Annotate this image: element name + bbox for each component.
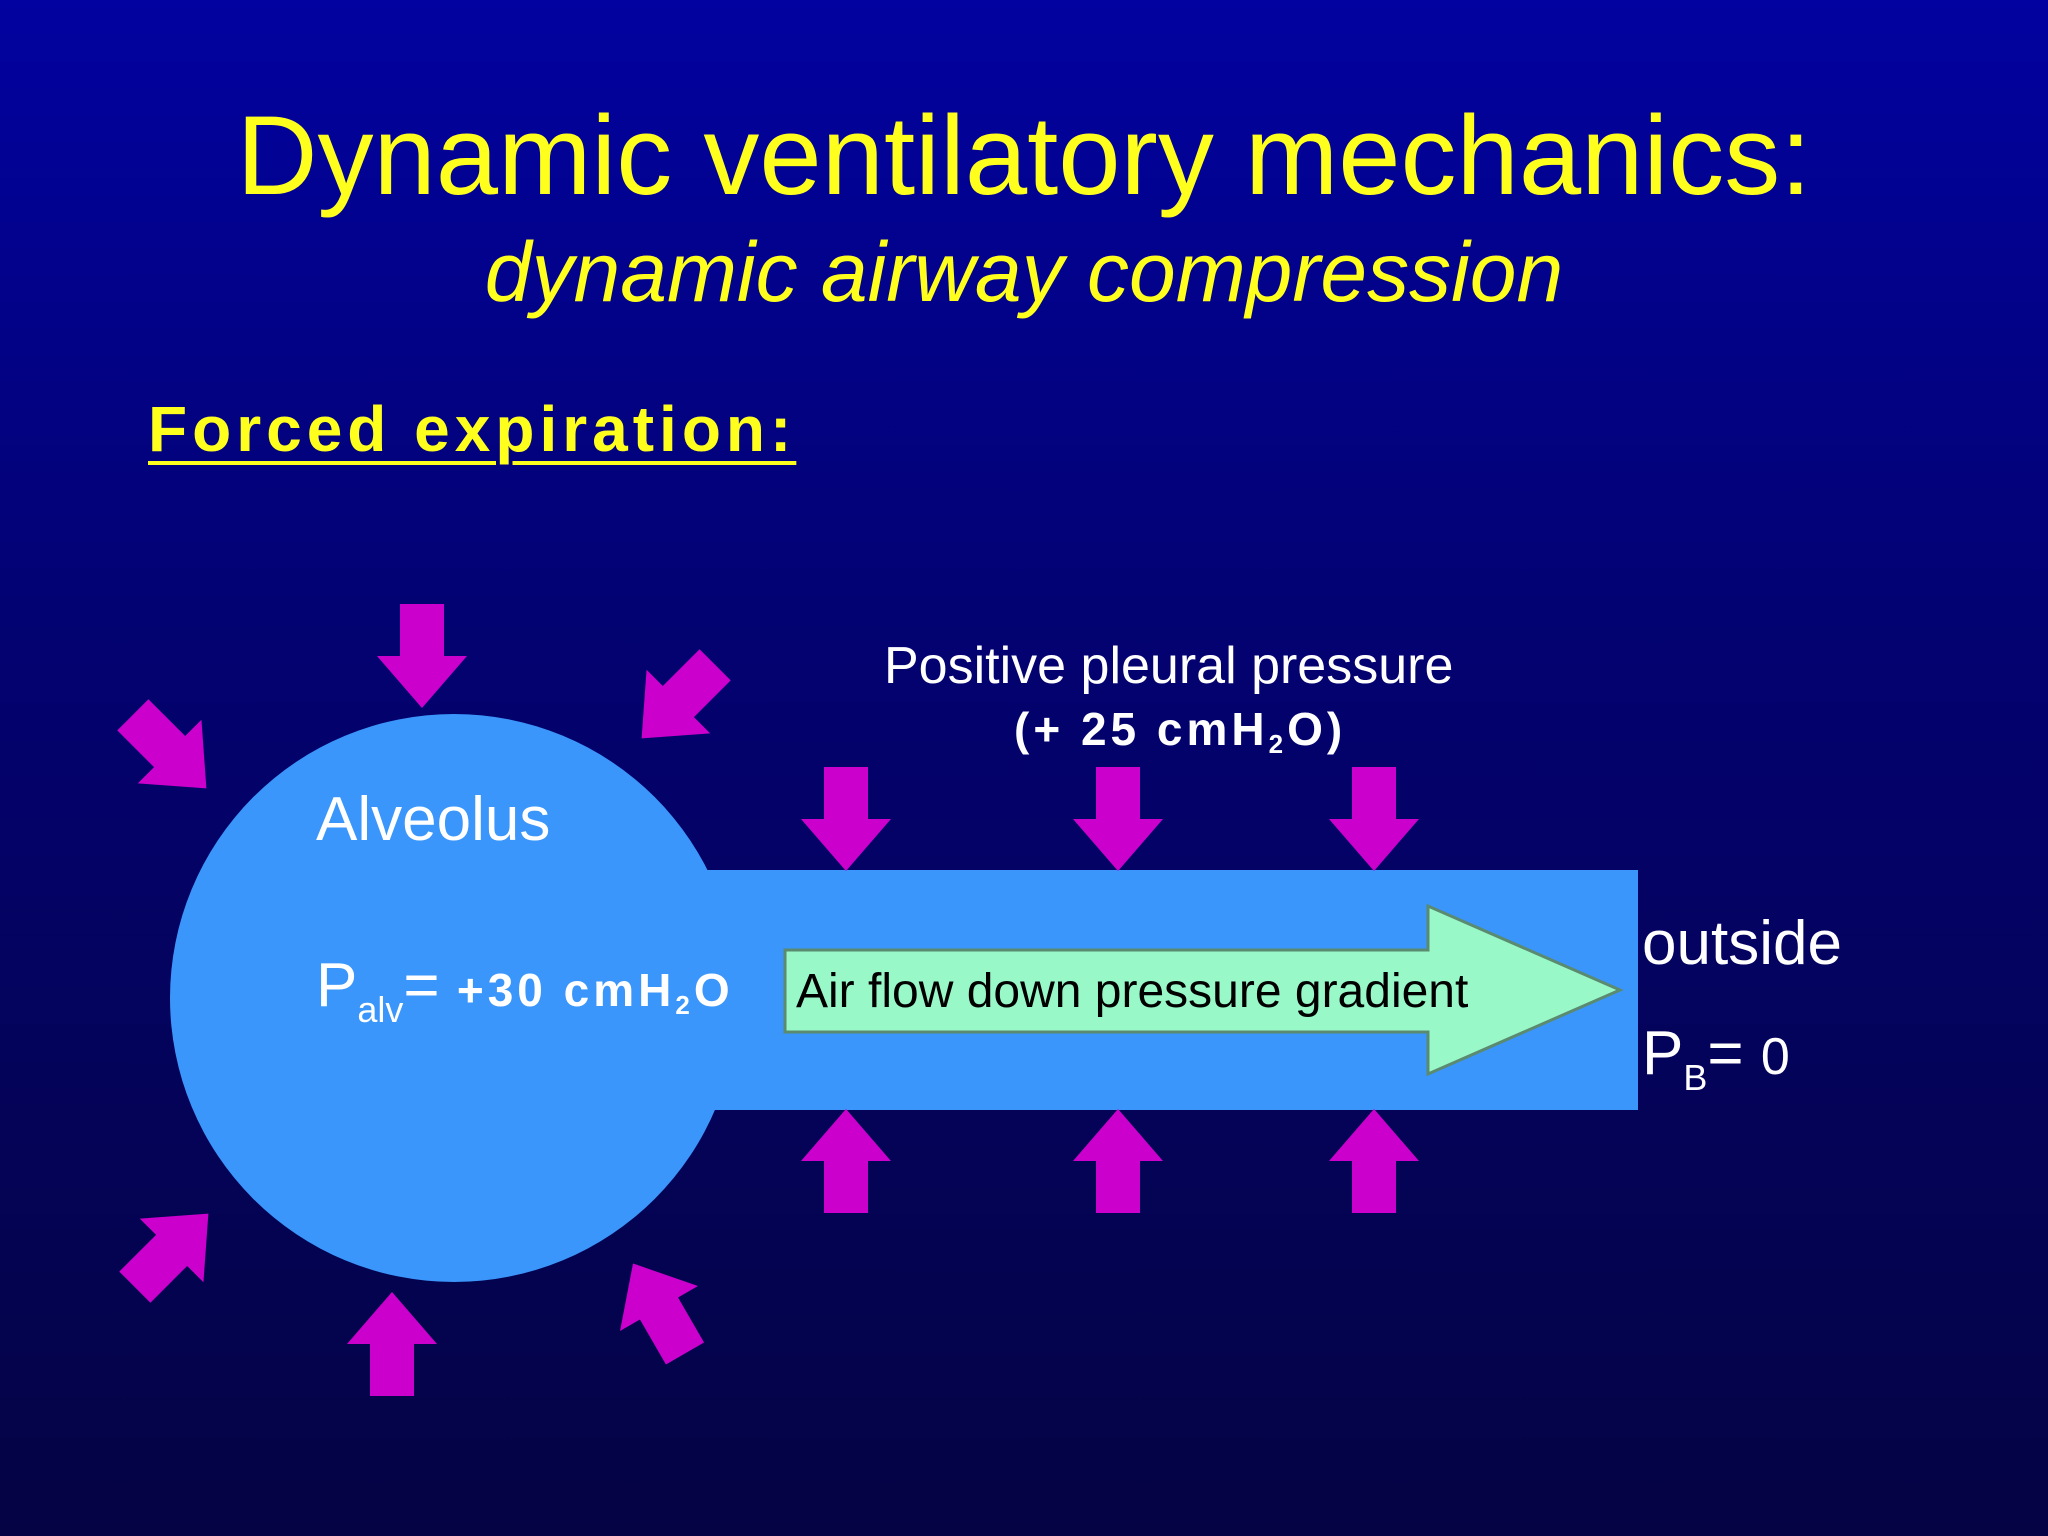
pleural-pressure-title: Positive pleural pressure xyxy=(884,637,1454,695)
pressure-arrow-icon xyxy=(1073,767,1163,871)
pressure-arrow-icon xyxy=(594,1240,724,1377)
slide-subtitle: dynamic airway compression xyxy=(484,225,1564,319)
pressure-arrow-icon xyxy=(1329,1109,1419,1213)
palv-equals: = xyxy=(403,951,457,1020)
air-flow-label: Air flow down pressure gradient xyxy=(796,965,1469,1018)
pressure-arrow-icon xyxy=(801,767,891,871)
pressure-arrow-icon xyxy=(101,683,239,821)
slide-title: Dynamic ventilatory mechanics: xyxy=(236,93,1812,218)
pressure-arrow-icon xyxy=(347,1292,437,1396)
pressure-arrow-icon xyxy=(1073,1109,1163,1213)
pressure-arrow-icon xyxy=(1329,767,1419,871)
pb-equals: = xyxy=(1707,1019,1761,1088)
section-heading: Forced expiration: xyxy=(148,393,797,465)
alveolar-pressure-value: +30 cmH2O xyxy=(456,964,734,1020)
alveolar-pressure-label: Palv= +30 cmH2O xyxy=(316,950,734,1031)
pressure-arrow-icon xyxy=(103,1181,241,1319)
pb-subscript: B xyxy=(1683,1057,1708,1098)
pressure-arrow-icon xyxy=(801,1109,891,1213)
palv-subscript: alv xyxy=(357,989,404,1030)
air-flow-arrow-icon xyxy=(783,903,1624,1077)
alveolus-shape xyxy=(170,714,738,1282)
alveolus-label: Alveolus xyxy=(316,785,551,854)
pleural-pressure-value: (+ 25 cmH2O) xyxy=(1014,703,1347,759)
palv-symbol: P xyxy=(316,951,358,1020)
pb-symbol: P xyxy=(1642,1019,1684,1088)
barometric-pressure-value: 0 xyxy=(1760,1028,1790,1086)
pressure-arrow-icon xyxy=(609,633,747,771)
pressure-arrow-icon xyxy=(377,604,467,708)
outside-label: outside xyxy=(1642,909,1842,978)
barometric-pressure-label: PB= 0 xyxy=(1642,1018,1790,1099)
